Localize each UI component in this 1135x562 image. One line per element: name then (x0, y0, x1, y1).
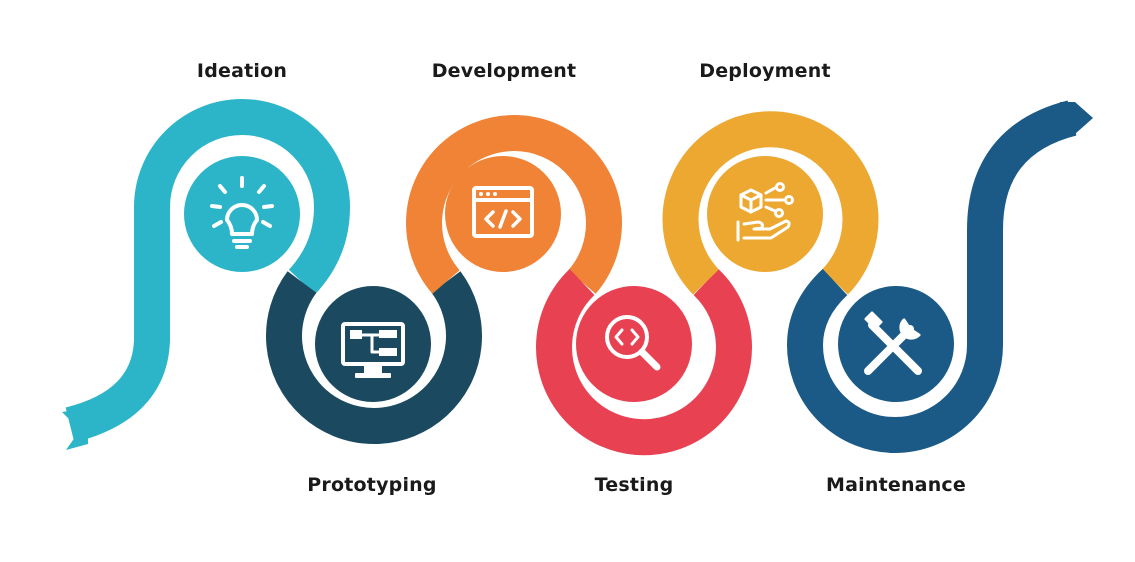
monitor-flowchart-icon (341, 322, 405, 378)
testing-ribbon (536, 268, 752, 456)
ribbon-end-arrow (1060, 102, 1093, 134)
development-ribbon (406, 115, 622, 294)
stage-label-maintenance: Maintenance (826, 474, 966, 496)
stage-label-ideation: Ideation (196, 60, 288, 82)
stage-label-deployment: Deployment (699, 60, 831, 82)
wrench-tools-icon (864, 311, 922, 375)
development-circle (445, 156, 561, 272)
testing-circle (576, 286, 692, 402)
deployment-ribbon (662, 111, 879, 295)
stage-label-testing: Testing (594, 474, 674, 496)
deployment-circle (707, 156, 823, 272)
maintenance-ribbon (786, 100, 1077, 453)
ideation-circle (184, 156, 300, 272)
code-magnifier-icon (605, 315, 661, 371)
lightbulb-icon (210, 176, 274, 249)
ideation-ribbon (65, 99, 351, 443)
prototyping-ribbon (266, 271, 482, 444)
stage-label-development: Development (431, 60, 577, 82)
code-window-icon (472, 186, 534, 238)
stage-label-prototyping: Prototyping (307, 474, 437, 496)
hand-delivery-icon (736, 182, 794, 242)
ribbon-start-notch (62, 408, 88, 450)
